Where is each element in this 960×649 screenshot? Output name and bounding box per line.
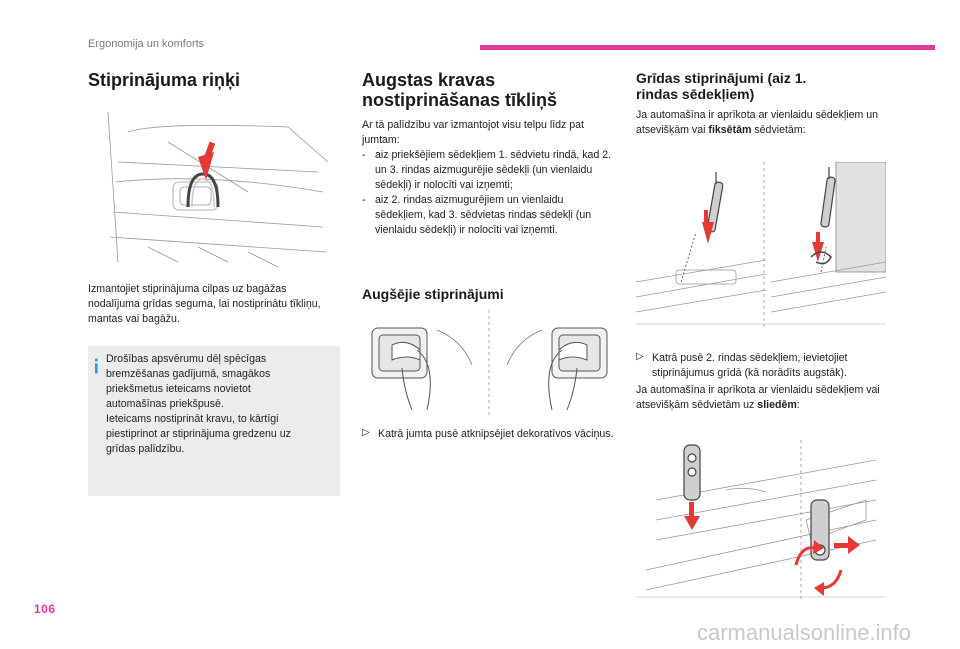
page-number: 106: [34, 602, 56, 616]
floor-title-line2: rindas sēdekļiem): [636, 86, 755, 102]
rail-seats-paragraph: Ja automašīna ir aprīkota ar vienlaidu s…: [636, 383, 886, 413]
floor-title-line1: Grīdas stiprinājumi (aiz 1.: [636, 70, 807, 86]
net-title-line2: nostiprināšanas tīkliņš: [362, 90, 558, 110]
p2-text: Ja automašīna ir aprīkota ar vienlaidu s…: [636, 384, 880, 411]
net-title-line1: Augstas kravas: [362, 70, 496, 90]
info-icon: [95, 358, 98, 374]
net-title: Augstas kravas nostiprināšanas tīkliņš: [362, 70, 616, 110]
step-text: Katrā jumta pusē atknipsējiet dekoratīvo…: [378, 428, 614, 440]
info-line: priekšmetus ieteicams novietot: [106, 383, 251, 395]
floor-anchors-title: Grīdas stiprinājumi (aiz 1. rindas sēdek…: [636, 70, 886, 102]
p1-end: sēdvietām:: [751, 124, 806, 136]
watermark: carmanualsonline.info: [697, 620, 912, 645]
fixed-seats-illustration: [636, 162, 886, 327]
upper-anchors-subtitle: Augšējie stiprinājumi: [362, 286, 504, 302]
info-line: Ieteicams nostiprināt kravu, to kārtīgi: [106, 413, 279, 425]
p2-bold: sliedēm: [757, 399, 797, 411]
rail-seats-illustration: [636, 440, 886, 600]
step-arrow-icon: ▷: [362, 427, 370, 438]
net-description: Ar tā palīdzību var izmantojot visu telp…: [362, 118, 616, 238]
p1-text: Ja automašīna ir aprīkota ar vienlaidu s…: [636, 109, 879, 136]
info-line: automašīnas priekšpusē.: [106, 398, 224, 410]
p2-end: :: [796, 399, 800, 411]
info-line: bremzēšanas gadījumā, smagākos: [106, 368, 271, 380]
info-line: grīdas palīdzību.: [106, 443, 185, 455]
list-item: aiz priekšējiem sēdekļiem 1. sēdvietu ri…: [362, 148, 616, 193]
header-accent-bar: [480, 45, 935, 50]
upper-anchors-illustration: [362, 310, 616, 415]
net-usage-list: aiz priekšējiem sēdekļiem 1. sēdvietu ri…: [362, 148, 616, 238]
info-line: Drošības apsvērumu dēļ spēcīgas: [106, 353, 267, 365]
net-intro: Ar tā palīdzību var izmantojot visu telp…: [362, 119, 584, 146]
tie-rings-body: Izmantojiet stiprinājuma cilpas uz bagāž…: [88, 283, 321, 325]
step-arrow-icon: ▷: [636, 351, 644, 362]
step-text: Katrā pusē 2. rindas sēdekļiem, ievietoj…: [652, 352, 848, 379]
floor-anchors-step: ▷ Katrā pusē 2. rindas sēdekļiem, ieviet…: [636, 351, 886, 381]
tie-rings-title: Stiprinājuma riņķi: [88, 70, 241, 90]
upper-anchors-step: ▷ Katrā jumta pusē atknipsējiet dekoratī…: [362, 427, 616, 442]
list-item: aiz 2. rindas aizmugurējiem un vienlaidu…: [362, 193, 616, 238]
info-line: piestiprinot ar stiprinājuma gredzenu uz: [106, 428, 291, 440]
p1-bold: fiksētām: [708, 124, 752, 136]
fixed-seats-paragraph: Ja automašīna ir aprīkota ar vienlaidu s…: [636, 108, 886, 138]
section-label: Ergonomija un komforts: [88, 38, 205, 50]
info-box: Drošības apsvērumu dēļ spēcīgas bremzēša…: [88, 346, 340, 496]
tie-ring-illustration: [88, 102, 340, 272]
